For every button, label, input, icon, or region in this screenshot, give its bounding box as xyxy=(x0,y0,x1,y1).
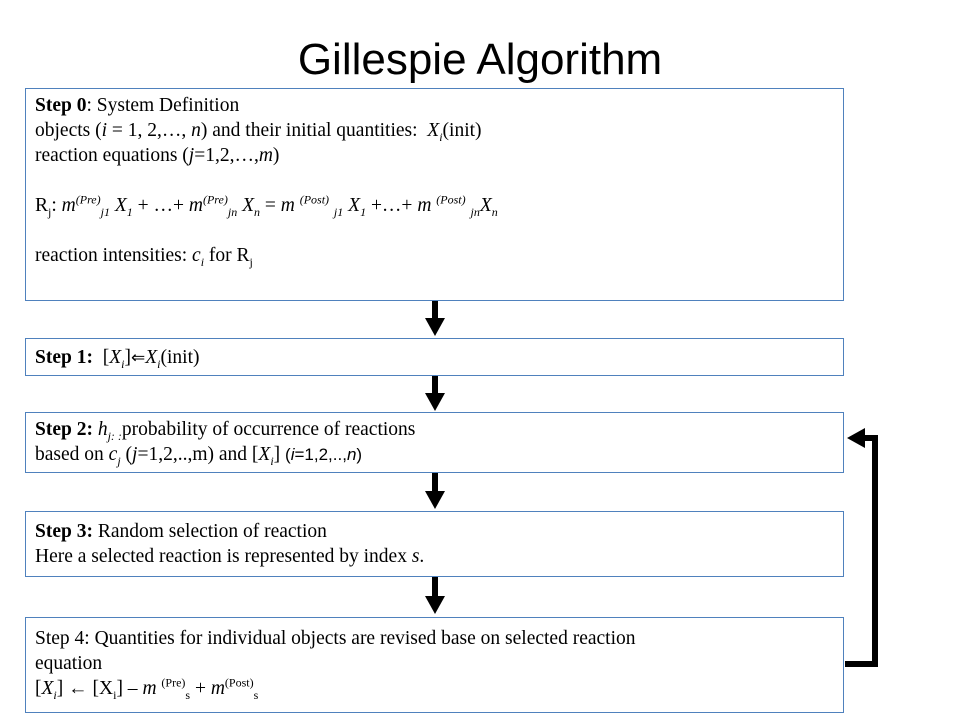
step-4-update-equation: [Xi] ← [Xi] – m (Pre)s + m(Post)s xyxy=(35,675,259,702)
step-0-rj-equation: Rj: m(Pre)j1 X1 + …+ m(Pre)jn Xn = m (Po… xyxy=(35,192,498,219)
down-arrow-icon xyxy=(425,376,445,411)
step-0-box: Step 0: System Definition objects (i = 1… xyxy=(25,88,844,301)
down-arrow-icon xyxy=(425,577,445,614)
step-0-reactions-line: reaction equations (j=1,2,…,m) xyxy=(35,145,280,166)
loop-back-arrow-icon xyxy=(845,428,878,667)
step-1-text: Step 1: [Xi]⇐Xi(init) xyxy=(35,347,200,371)
step-3-box: Step 3: Random selection of reaction Her… xyxy=(25,511,844,577)
step-3-line-2: Here a selected reaction is represented … xyxy=(35,546,425,567)
step-0-intensities-line: reaction intensities: ci for Rj xyxy=(35,245,253,269)
step-4-line-2: equation xyxy=(35,653,103,674)
step-4-line-1: Step 4: Quantities for individual object… xyxy=(35,628,636,649)
step-2-line-2: based on cj (j=1,2,..,m) and [Xi] (i=1,2… xyxy=(35,444,363,468)
step-2-line-1: Step 2: hj: :probability of occurrence o… xyxy=(35,419,416,443)
step-0-objects-line: objects (i = 1, 2,…, n) and their initia… xyxy=(35,120,482,144)
step-4-box: Step 4: Quantities for individual object… xyxy=(25,617,844,713)
page-title: Gillespie Algorithm xyxy=(297,35,663,84)
down-arrow-icon xyxy=(425,301,445,336)
step-3-line-1: Step 3: Random selection of reaction xyxy=(35,521,327,542)
step-2-box: Step 2: hj: :probability of occurrence o… xyxy=(25,412,844,473)
step-1-box: Step 1: [Xi]⇐Xi(init) xyxy=(25,338,844,376)
step-0-heading-line: Step 0: System Definition xyxy=(35,95,240,116)
down-arrow-icon xyxy=(425,473,445,509)
